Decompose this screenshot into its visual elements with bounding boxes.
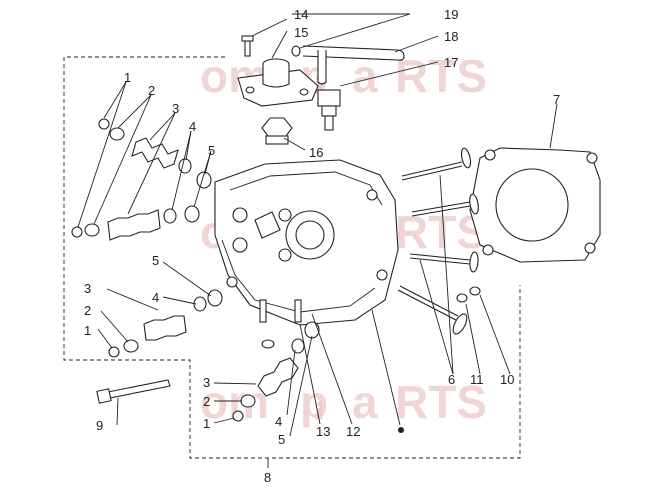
label-15: 15 [294,25,308,40]
label-9: 9 [96,418,103,433]
valve-seal-11 [456,293,468,303]
label-8: 8 [264,470,271,485]
label-5-bottom: 5 [278,432,285,447]
locating-dot [398,427,404,433]
watermark-bot-a: a [352,376,378,428]
label-17: 17 [444,55,458,70]
callout-labels: 1 2 3 4 5 14 15 19 18 17 16 7 5 4 3 2 1 … [84,7,560,485]
label-2-top: 2 [148,83,155,98]
label-2-mid: 2 [84,303,91,318]
label-14: 14 [294,7,308,22]
watermark-top-rts: RTS [395,50,487,102]
label-12: 12 [346,424,360,439]
label-5-mid: 5 [152,253,159,268]
valve-upper [401,147,472,181]
label-1-top: 1 [124,70,131,85]
label-3-top: 3 [172,101,179,116]
watermark-top-vertical: BIKE [315,74,324,94]
watermark-bot-rts: RTS [395,376,487,428]
label-4-mid: 4 [152,290,159,305]
thermostat-housing [237,35,319,107]
label-4-top: 4 [189,119,196,134]
label-1-mid: 1 [84,323,91,338]
label-3-mid: 3 [84,281,91,296]
temperature-sensor [317,89,341,131]
long-bolt [96,379,171,404]
leader-lines [77,13,558,437]
head-gasket [469,147,601,263]
spring-assembly-upper-left [98,118,212,189]
label-2-bottom: 2 [203,394,210,409]
spring-assembly-mid-left [71,205,200,241]
label-5-top: 5 [208,143,215,158]
label-1-bottom: 1 [203,416,210,431]
valve-lower [397,285,468,335]
label-16: 16 [309,145,323,160]
valve-third [409,251,479,273]
label-11: 11 [470,372,484,387]
label-10: 10 [500,372,514,387]
valve-guide-10 [469,286,481,296]
label-6: 6 [448,372,455,387]
watermark-bot-p: p [300,376,328,428]
coolant-pipe [291,45,405,85]
label-13: 13 [316,424,330,439]
cylinder-head [214,159,399,326]
label-3-bottom: 3 [203,375,210,390]
label-7: 7 [553,92,560,107]
label-18: 18 [444,29,458,44]
spring-assembly-bottom [232,321,320,422]
spring-assembly-lower-left [108,289,223,358]
valve-second [411,193,479,217]
label-4-bottom: 4 [275,414,282,429]
group-frame [63,56,521,459]
label-19: 19 [444,7,458,22]
thermostat-valve [261,117,293,145]
watermark-bot-vertical: BIKE [315,400,324,420]
